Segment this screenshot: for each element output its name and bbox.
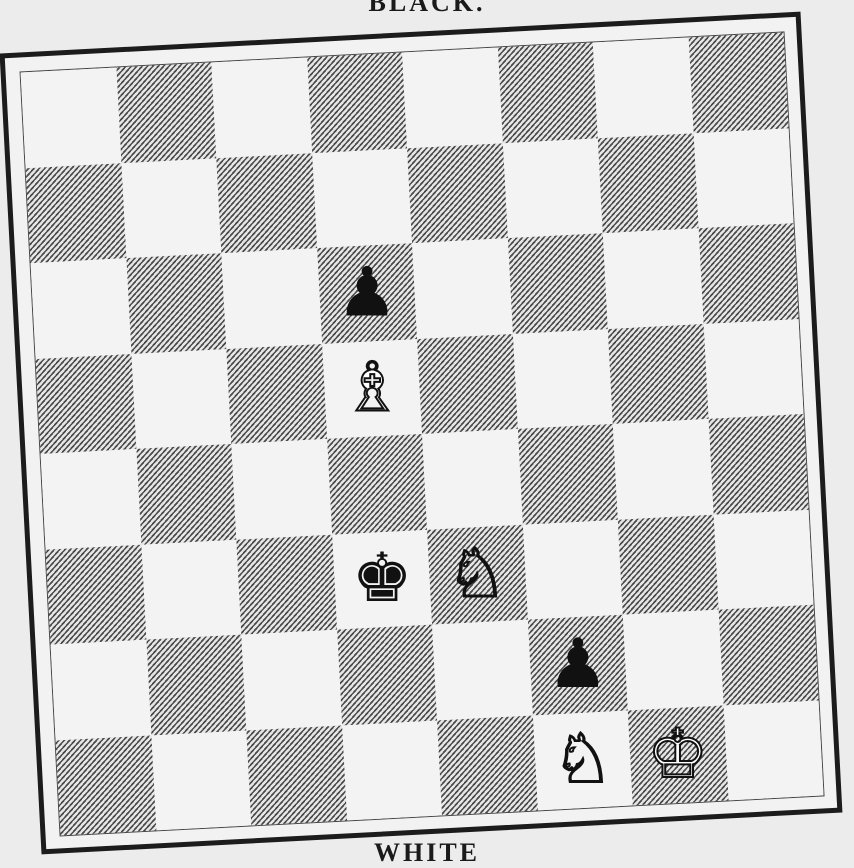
square-b3[interactable] [141, 539, 241, 639]
square-g1[interactable]: ♔ [628, 705, 728, 805]
square-f3[interactable] [522, 519, 622, 619]
white-side-label: WHITE [0, 838, 854, 868]
square-f4[interactable] [517, 424, 617, 524]
square-g5[interactable] [608, 324, 708, 424]
square-d4[interactable] [327, 434, 427, 534]
square-h2[interactable] [718, 605, 818, 705]
square-d7[interactable] [312, 148, 412, 248]
square-a3[interactable] [46, 544, 146, 644]
square-a6[interactable] [31, 258, 131, 358]
chess-board[interactable]: ♟ ♗ ♚ ♘ ♟ ♘ ♔ [20, 31, 825, 836]
square-f2[interactable]: ♟ [527, 615, 627, 715]
white-knight-icon[interactable]: ♘ [552, 726, 613, 794]
square-c1[interactable] [246, 725, 346, 825]
square-e3[interactable]: ♘ [427, 524, 527, 624]
square-e2[interactable] [432, 620, 532, 720]
square-c7[interactable] [216, 153, 316, 253]
square-g6[interactable] [603, 228, 703, 328]
square-b8[interactable] [116, 62, 216, 162]
white-knight-icon[interactable]: ♘ [447, 541, 508, 609]
square-h6[interactable] [698, 223, 798, 323]
square-e8[interactable] [402, 47, 502, 147]
square-f5[interactable] [512, 329, 612, 429]
square-f6[interactable] [507, 233, 607, 333]
black-king-icon[interactable]: ♚ [351, 545, 412, 613]
square-e7[interactable] [407, 143, 507, 243]
square-a2[interactable] [51, 640, 151, 740]
square-a8[interactable] [21, 67, 121, 167]
square-g8[interactable] [593, 37, 693, 137]
square-g4[interactable] [613, 419, 713, 519]
square-d5[interactable]: ♗ [322, 339, 422, 439]
square-h1[interactable] [723, 700, 823, 800]
square-b4[interactable] [136, 444, 236, 544]
white-bishop-icon[interactable]: ♗ [341, 355, 402, 423]
square-h5[interactable] [703, 319, 803, 419]
square-d1[interactable] [342, 720, 442, 820]
square-d2[interactable] [337, 625, 437, 725]
square-c6[interactable] [221, 248, 321, 348]
square-c2[interactable] [241, 630, 341, 730]
square-f8[interactable] [497, 42, 597, 142]
square-f1[interactable]: ♘ [532, 710, 632, 810]
square-e6[interactable] [412, 238, 512, 338]
square-d6[interactable]: ♟ [317, 243, 417, 343]
square-a5[interactable] [36, 354, 136, 454]
square-a4[interactable] [41, 449, 141, 549]
square-c5[interactable] [226, 344, 326, 444]
square-c8[interactable] [211, 57, 311, 157]
square-d8[interactable] [307, 52, 407, 152]
square-h7[interactable] [693, 128, 793, 228]
square-f7[interactable] [502, 138, 602, 238]
black-pawn-icon[interactable]: ♟ [547, 631, 608, 699]
square-d3[interactable]: ♚ [332, 529, 432, 629]
square-g2[interactable] [623, 610, 723, 710]
square-e5[interactable] [417, 334, 517, 434]
square-e4[interactable] [422, 429, 522, 529]
square-b2[interactable] [146, 635, 246, 735]
square-g3[interactable] [618, 514, 718, 614]
square-g7[interactable] [598, 133, 698, 233]
white-king-icon[interactable]: ♔ [647, 721, 708, 789]
square-c4[interactable] [231, 439, 331, 539]
square-a1[interactable] [56, 735, 156, 835]
square-b1[interactable] [151, 730, 251, 830]
square-b7[interactable] [121, 158, 221, 258]
square-e1[interactable] [437, 715, 537, 815]
square-b5[interactable] [131, 349, 231, 449]
square-h4[interactable] [708, 414, 808, 514]
square-c3[interactable] [236, 534, 336, 634]
square-a7[interactable] [26, 163, 126, 263]
square-h3[interactable] [713, 509, 813, 609]
square-h8[interactable] [688, 32, 788, 132]
black-pawn-icon[interactable]: ♟ [336, 259, 397, 327]
chess-board-frame: ♟ ♗ ♚ ♘ ♟ ♘ ♔ [0, 12, 842, 855]
square-b6[interactable] [126, 253, 226, 353]
